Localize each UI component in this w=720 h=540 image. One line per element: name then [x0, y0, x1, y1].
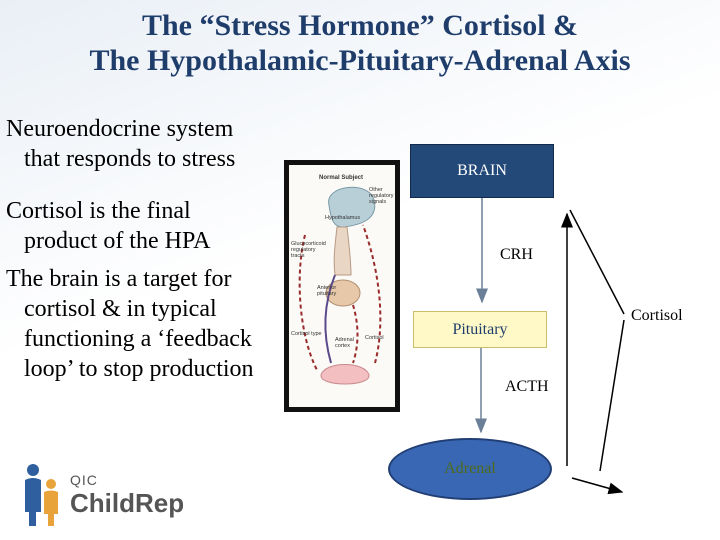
hpa-anatomy-image: [298, 186, 382, 385]
logo-qic-text: QIC: [70, 472, 98, 488]
qic-childrep-logo: QIC ChildRep: [20, 462, 184, 530]
figure-label-anterior-pituitary: Anterior pituitary: [317, 285, 337, 297]
slide-title: The “Stress Hormone” Cortisol & The Hypo…: [0, 8, 720, 78]
bullet-neuroendocrine: Neuroendocrine system that responds to s…: [6, 116, 236, 172]
cortisol-label: Cortisol: [631, 307, 683, 324]
brain-box: BRAIN: [410, 144, 554, 198]
figure-label-other: Other regulatory signals: [369, 187, 394, 205]
figure-label-cortisol-type: Cortisol type: [291, 331, 322, 337]
acth-label: ACTH: [505, 378, 549, 395]
bullet-list: Neuroendocrine system that responds to s…: [6, 114, 268, 390]
adrenal-ellipse: Adrenal: [388, 438, 552, 500]
hpa-illustration: Normal Subject Other regulatory signals …: [284, 160, 400, 412]
cortisol-output-arrow: [571, 477, 624, 495]
family-figures-icon: [25, 464, 58, 526]
logo-childrep-text: ChildRep: [70, 488, 185, 518]
figure-label-glucocorticoid: Glucocorticoid regulatory tracts: [291, 241, 326, 259]
figure-label-hypothalamus: Hypothalamus: [325, 215, 361, 221]
cortisol-bracket-lower: [599, 319, 625, 472]
crh-label: CRH: [500, 246, 533, 263]
pituitary-box: Pituitary: [413, 311, 547, 348]
bullet-cortisol-final: Cortisol is the final product of the HPA: [6, 198, 211, 254]
bullet-feedback-loop: The brain is a target for cortisol & in …: [6, 266, 254, 382]
figure-label-cortisol: Cortisol: [365, 335, 384, 341]
figure-label-adrenal-cortex: Adrenal cortex: [335, 337, 354, 349]
cortisol-bracket-upper: [569, 209, 625, 315]
title-line-1: The “Stress Hormone” Cortisol &: [141, 9, 579, 42]
figure-heading: Normal Subject: [319, 175, 364, 181]
title-line-2: The Hypothalamic-Pituitary-Adrenal Axis: [89, 44, 631, 77]
